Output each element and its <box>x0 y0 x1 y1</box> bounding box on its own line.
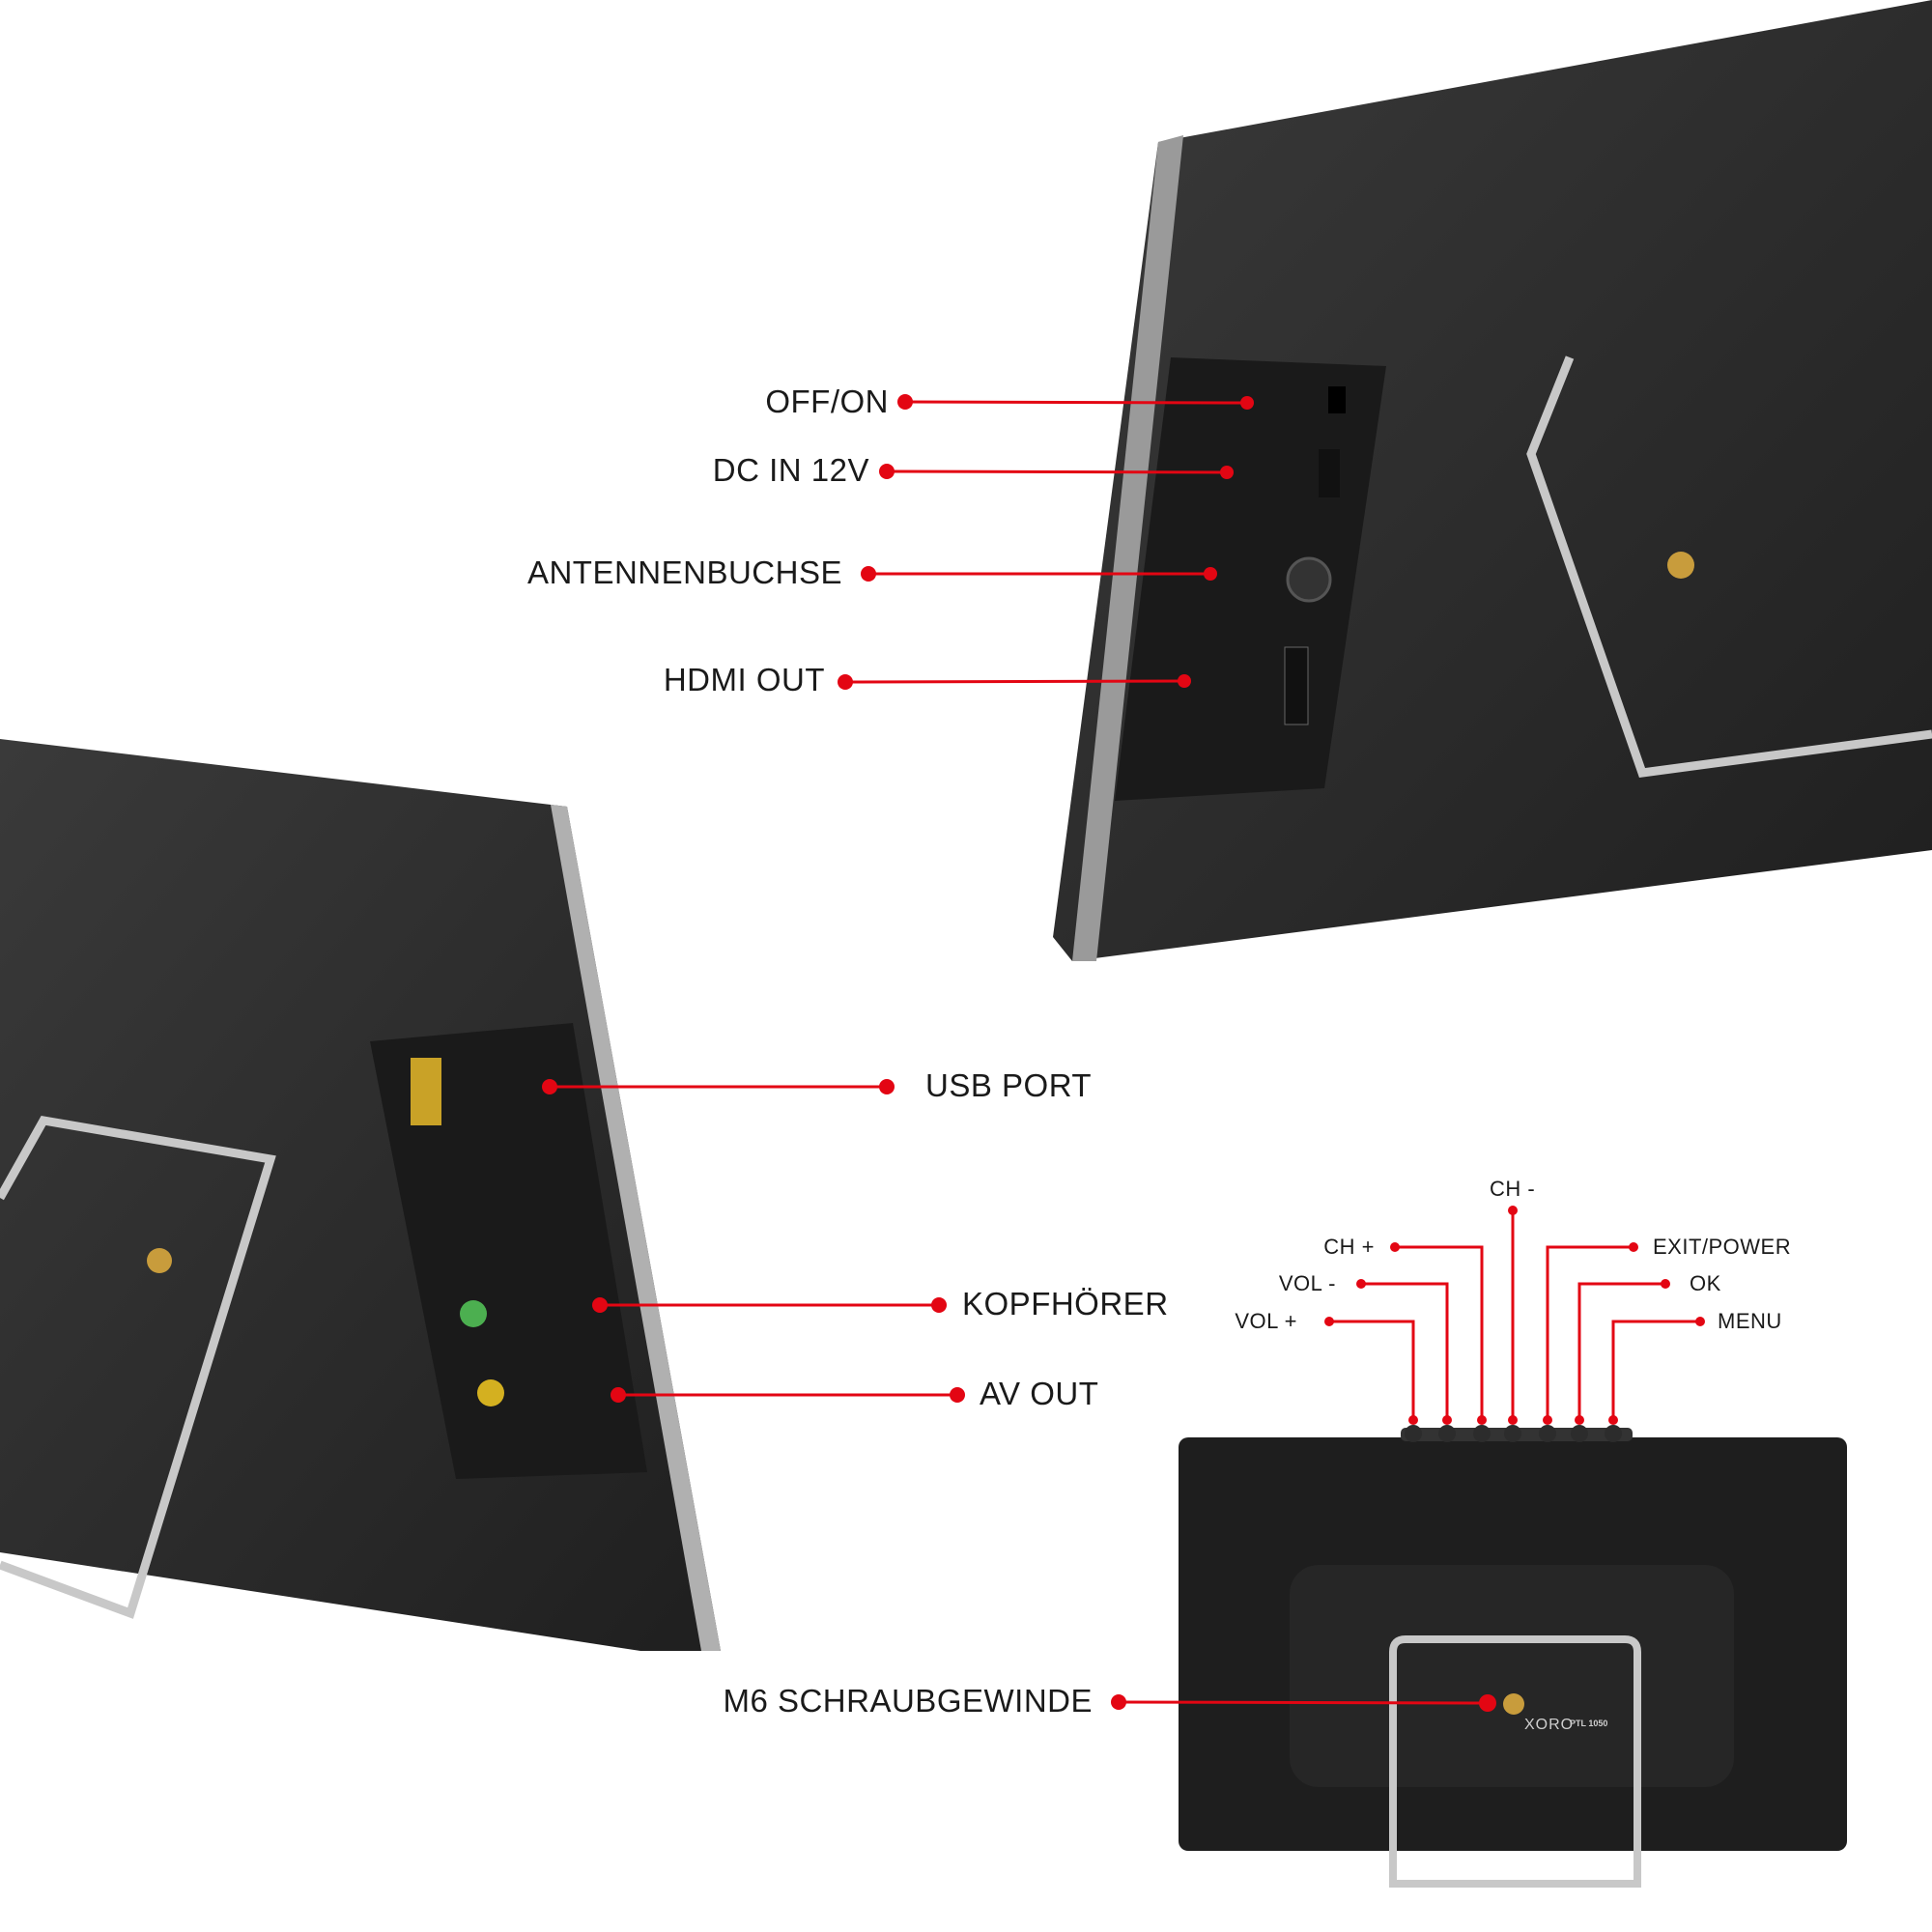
tv-rear-front <box>1179 1425 1847 1888</box>
label-dc-in: DC IN 12V <box>712 452 869 488</box>
m6-thread-right <box>1667 552 1694 579</box>
rating-plate-model: PTL 1050 <box>1570 1719 1608 1728</box>
label-antenna: ANTENNENBUCHSE <box>526 554 842 590</box>
port-panel-right <box>1115 357 1386 801</box>
label-usb-port: USB PORT <box>925 1067 1093 1103</box>
stand-right <box>1526 355 1932 778</box>
stand-front <box>1389 1635 1641 1888</box>
rating-plate-brand: XORO <box>1524 1717 1575 1733</box>
label-exit-power: EXIT/POWER <box>1653 1235 1792 1259</box>
label-ch-minus: CH - <box>1490 1177 1536 1201</box>
label-vol-minus: VOL - <box>1278 1271 1336 1295</box>
label-ok: OK <box>1690 1271 1721 1295</box>
tv-right-angled <box>1053 0 1932 961</box>
label-menu: MENU <box>1718 1309 1782 1333</box>
label-ch-plus: CH + <box>1323 1235 1375 1259</box>
port-panel-left <box>370 1023 647 1479</box>
label-av-out: AV OUT <box>980 1376 1099 1411</box>
callout-lines <box>550 400 1700 1705</box>
label-vol-plus: VOL + <box>1235 1309 1297 1333</box>
stand-left <box>0 1116 276 1619</box>
callout-dots <box>542 394 1705 1712</box>
label-off-on: OFF/ON <box>765 384 889 419</box>
label-headphones: KOPFHÖRER <box>962 1286 1169 1321</box>
label-hdmi-out: HDMI OUT <box>663 662 825 697</box>
tv-left-angled <box>0 739 721 1651</box>
label-m6-thread: M6 SCHRAUBGEWINDE <box>723 1683 1093 1719</box>
